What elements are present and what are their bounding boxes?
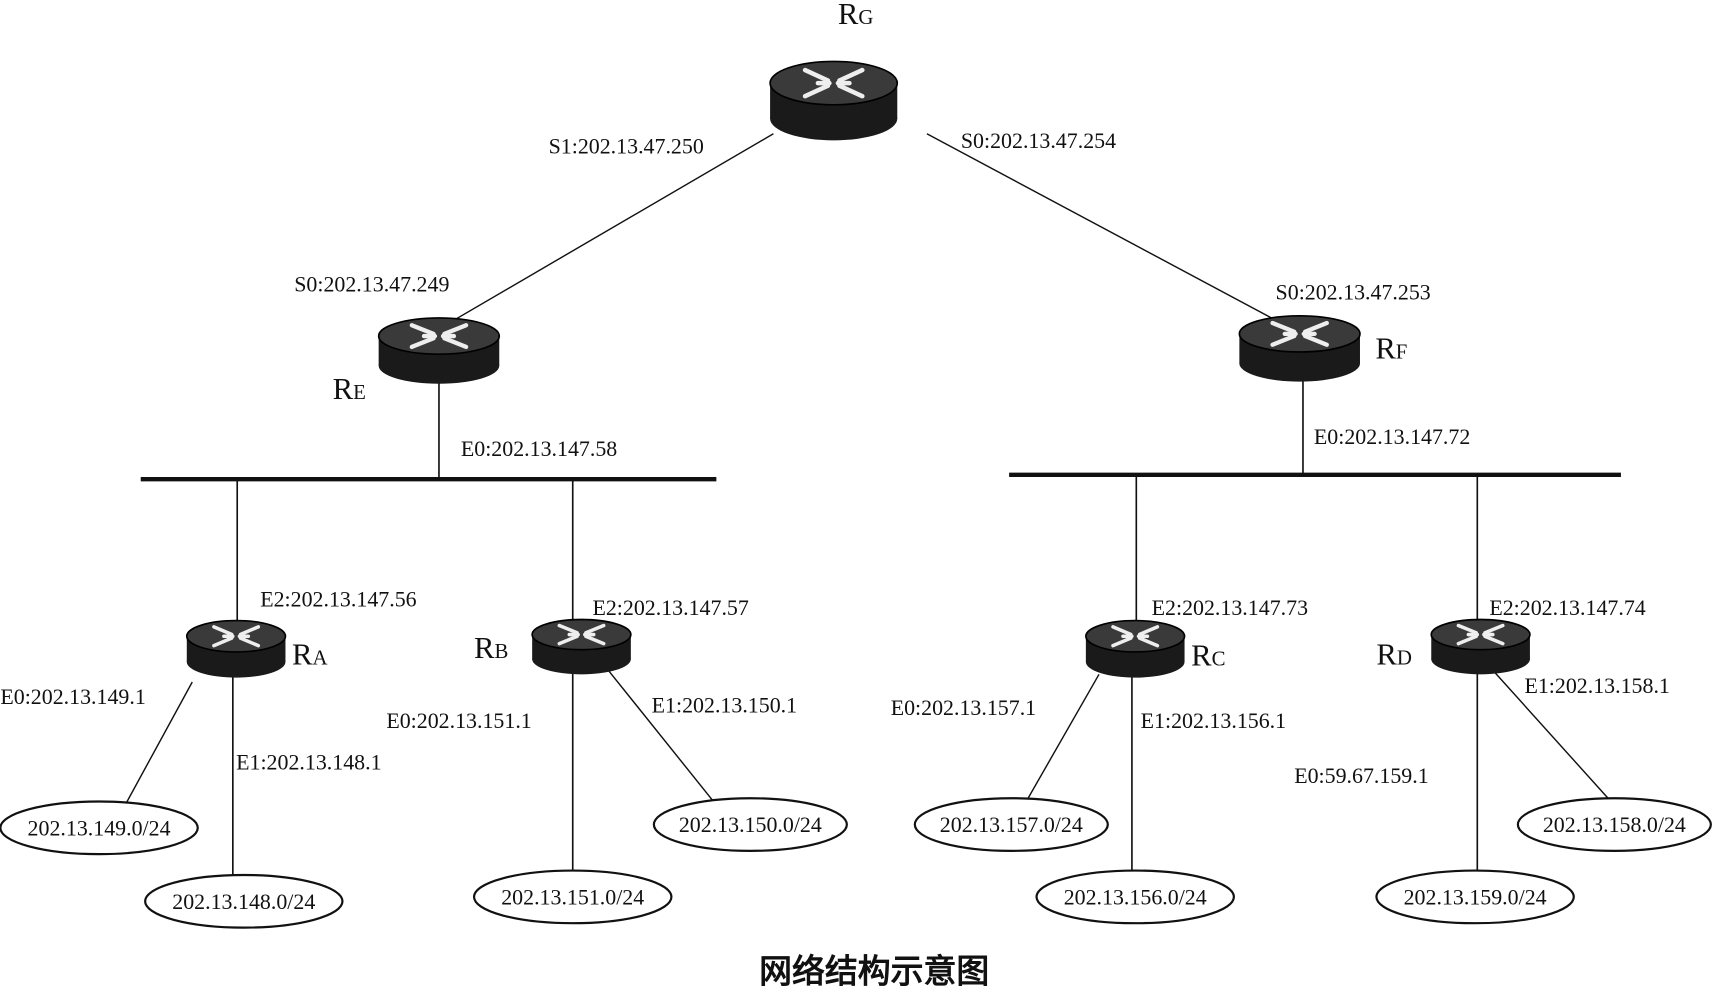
router-label-rc: RC [1191, 639, 1225, 673]
label-rc-e2: E2:202.13.147.73 [1152, 595, 1308, 620]
label-rc-e0: E0:202.13.157.1 [891, 695, 1036, 720]
interface-labels: S1:202.13.47.250 S0:202.13.47.254 S0:202… [0, 128, 1670, 788]
label-rb-e2: E2:202.13.147.57 [592, 595, 748, 620]
links [125, 133, 1621, 878]
subnet-157: 202.13.157.0/24 [913, 797, 1109, 852]
router-label-rb: RB [474, 631, 508, 665]
router-arrows-icon [409, 323, 469, 350]
link-ra-s149 [125, 681, 193, 803]
router-label-re: RE [333, 372, 366, 406]
router-rb: RB [474, 618, 632, 675]
label-rc-e1: E1:202.13.156.1 [1141, 708, 1286, 733]
diagram-caption: 网络结构示意图 [759, 951, 989, 989]
label-re-s0: S0:202.13.47.249 [294, 272, 449, 297]
label-rg-s0: S0:202.13.47.254 [961, 128, 1116, 153]
router-label-rg: RG [838, 0, 874, 31]
link-rg-rf [926, 133, 1293, 330]
subnet-151: 202.13.151.0/24 [472, 869, 673, 925]
router-rc: RC [1085, 619, 1226, 678]
link-rb-s150 [608, 670, 716, 805]
subnet-150: 202.13.150.0/24 [652, 797, 848, 852]
router-re: RE [333, 317, 501, 406]
label-ra-e0: E0:202.13.149.1 [0, 684, 145, 709]
subnet-label: 202.13.159.0/24 [1404, 885, 1547, 910]
link-rg-re [438, 133, 774, 330]
subnet-label: 202.13.157.0/24 [940, 812, 1083, 837]
label-rf-e0: E0:202.13.147.72 [1314, 424, 1470, 449]
router-arrows-icon [557, 623, 606, 646]
routers: RG RE RF RA RB RC RD [185, 0, 1531, 678]
subnet-156: 202.13.156.0/24 [1035, 869, 1235, 925]
label-rd-e0: E0:59.67.159.1 [1294, 763, 1428, 788]
label-ra-e1: E1:202.13.148.1 [236, 750, 381, 775]
subnet-158: 202.13.158.0/24 [1516, 797, 1712, 852]
router-arrows-icon [1270, 320, 1329, 347]
link-rc-s157 [1024, 673, 1100, 803]
link-rd-s158 [1491, 668, 1611, 801]
router-arrows-icon [1456, 623, 1505, 646]
label-rf-s0: S0:202.13.47.253 [1276, 279, 1431, 304]
label-rb-e0: E0:202.13.151.1 [386, 708, 531, 733]
router-rf: RF [1238, 314, 1407, 382]
label-rb-e1: E1:202.13.150.1 [652, 693, 797, 718]
router-label-ra: RA [292, 637, 328, 671]
router-rg: RG [769, 0, 899, 141]
label-rd-e2: E2:202.13.147.74 [1489, 595, 1645, 620]
label-rd-e1: E1:202.13.158.1 [1524, 673, 1669, 698]
label-ra-e2: E2:202.13.147.56 [260, 586, 416, 611]
subnet-label: 202.13.149.0/24 [28, 815, 171, 840]
subnet-label: 202.13.151.0/24 [501, 885, 644, 910]
router-arrows-icon [802, 67, 865, 99]
label-re-e0: E0:202.13.147.58 [461, 436, 617, 461]
subnet-label: 202.13.158.0/24 [1543, 812, 1686, 837]
label-rg-s1: S1:202.13.47.250 [549, 134, 704, 159]
subnet-159: 202.13.159.0/24 [1375, 869, 1575, 925]
subnet-149: 202.13.149.0/24 [0, 800, 199, 856]
subnet-label: 202.13.156.0/24 [1064, 885, 1207, 910]
subnets: 202.13.149.0/24 202.13.148.0/24 202.13.151… [0, 797, 1712, 929]
router-rd: RD [1376, 618, 1531, 675]
subnet-label: 202.13.148.0/24 [172, 889, 315, 914]
router-label-rf: RF [1375, 332, 1407, 366]
router-ra: RA [185, 619, 328, 678]
subnet-148: 202.13.148.0/24 [144, 873, 344, 929]
router-label-rd: RD [1376, 637, 1412, 671]
router-arrows-icon [212, 625, 261, 648]
router-arrows-icon [1111, 625, 1160, 648]
subnet-label: 202.13.150.0/24 [679, 812, 822, 837]
